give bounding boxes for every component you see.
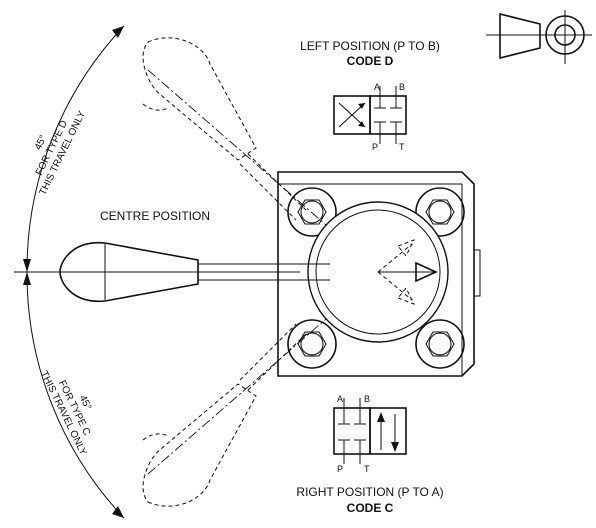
valve-body <box>277 171 481 377</box>
type-d-travel-note: 45° FOR TYPE D THIS TRAVEL ONLY <box>33 109 88 197</box>
bolt-top-left <box>287 187 337 237</box>
bolt-bottom-right <box>415 319 465 369</box>
port-t-d: T <box>399 142 405 152</box>
port-p-d: P <box>372 142 378 152</box>
valve-symbol-code-c: A B P T <box>333 394 407 474</box>
bolt-bottom-left <box>287 319 337 369</box>
port-b-c: B <box>364 394 370 404</box>
port-p-c: P <box>337 464 343 474</box>
code-c-label: CODE C <box>347 501 394 515</box>
projection-symbol-icon <box>486 10 592 64</box>
code-d-label: CODE D <box>347 54 394 68</box>
port-t-c: T <box>364 464 370 474</box>
port-b-d: B <box>399 82 405 92</box>
lever-centre <box>59 242 318 302</box>
left-position-label: LEFT POSITION (P TO B) <box>300 39 440 53</box>
valve-symbol-code-d: A B P T <box>333 82 407 152</box>
directional-arrows-icon <box>377 239 438 305</box>
centre-position-label: CENTRE POSITION <box>100 209 210 223</box>
port-a-c: A <box>337 394 343 404</box>
travel-dimension-arc <box>14 25 300 519</box>
bolt-top-right <box>415 187 465 237</box>
right-position-label: RIGHT POSITION (P TO A) <box>296 485 443 499</box>
port-a-d: A <box>374 82 380 92</box>
type-c-travel-note: 45° FOR TYPE C THIS TRAVEL ONLY <box>38 369 93 457</box>
